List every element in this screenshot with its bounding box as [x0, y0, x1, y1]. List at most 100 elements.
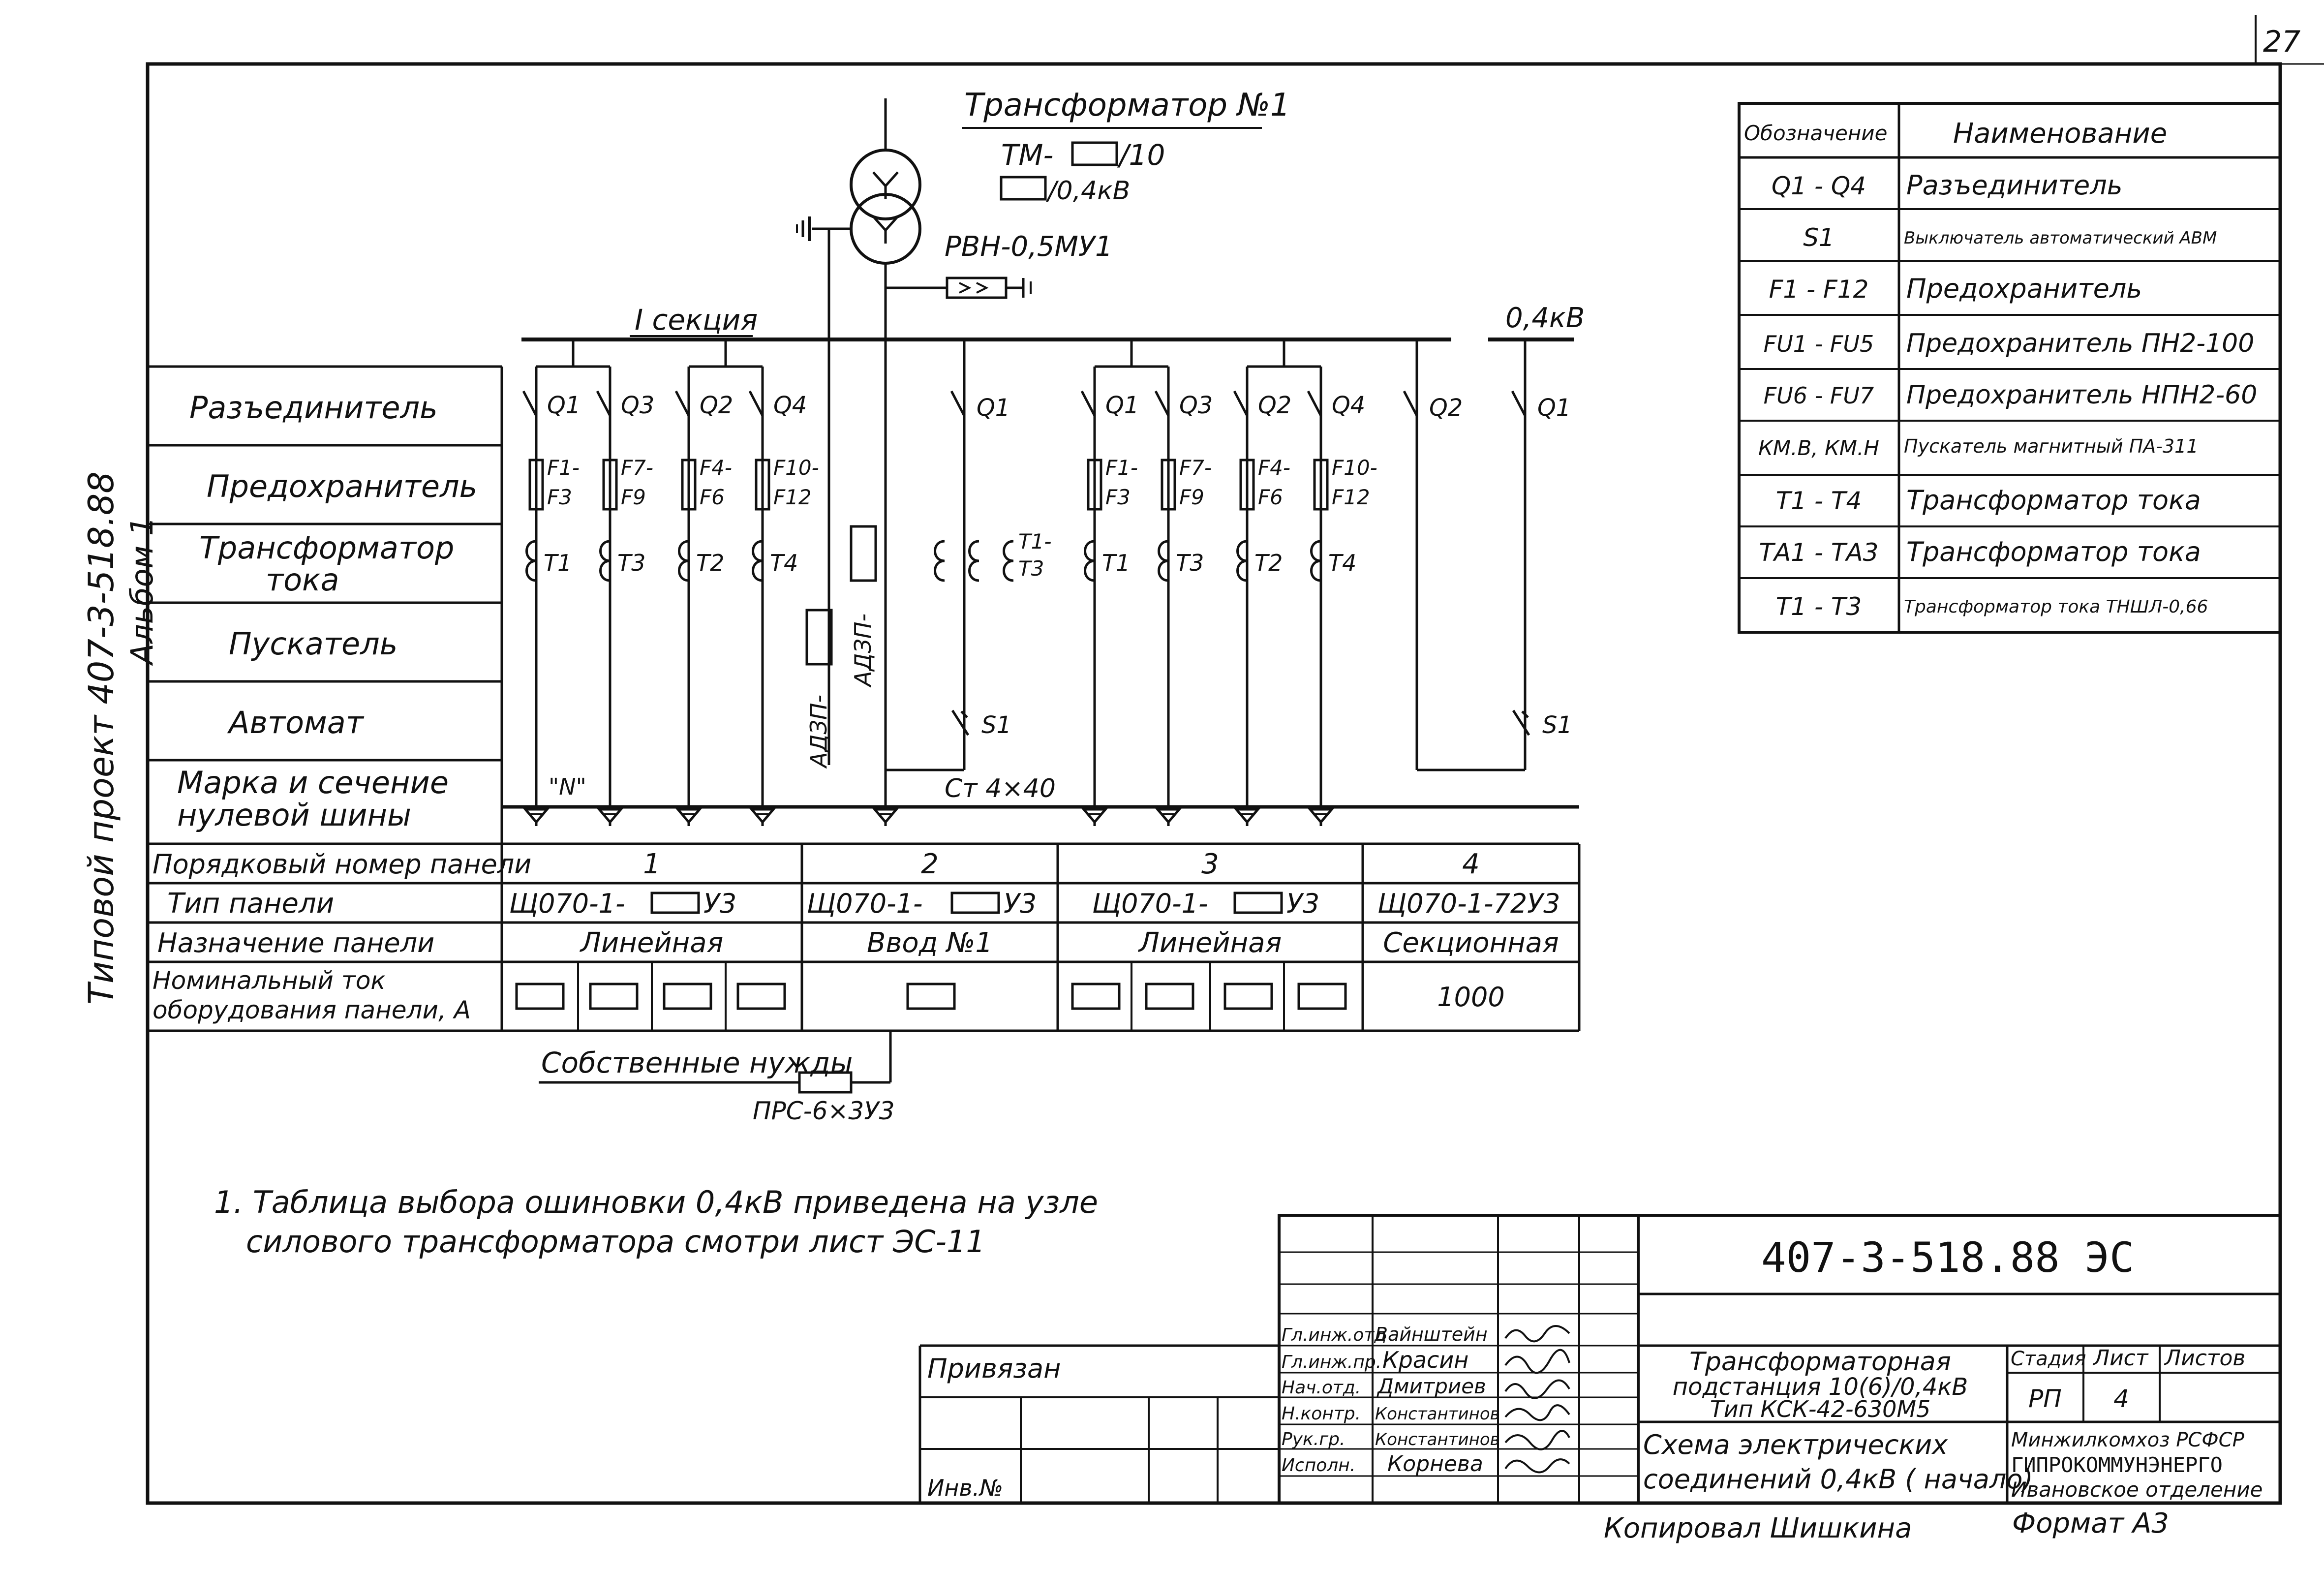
legend-code-6: КМ.В, КМ.Н	[1758, 436, 1879, 460]
staff-role-2: Гл.инж.пр.	[1282, 1352, 1381, 1372]
panel-type-suffix-2: У3	[1004, 888, 1037, 919]
f-label-5b: F3	[1105, 485, 1131, 509]
sheet-title-line-1: Схема электрических	[1643, 1429, 1948, 1460]
stage-value: РП	[2028, 1384, 2062, 1413]
section-breaker-column: Q2 Q1 S1	[1404, 339, 1572, 771]
legend-code-1: Q1 - Q4	[1772, 172, 1866, 200]
table-label-purpose: Назначение панели	[157, 927, 434, 958]
org-line-3: Ивановское отделение	[2011, 1477, 2263, 1502]
transformer-hv-voltage: /10	[1117, 138, 1165, 172]
aux-label: Собственные нужды	[541, 1046, 853, 1079]
feeder-column-8: Q4 F10- F12 T4	[1308, 374, 1377, 826]
t-label-7: T2	[1254, 550, 1283, 576]
side-title: Типовой проект 407-3-518.88 Альбом 1	[81, 471, 160, 1005]
legend-code-7: T1 - T4	[1776, 487, 1862, 515]
row-label-fuse: Предохранитель	[207, 468, 477, 504]
t-label-1: T1	[544, 550, 572, 576]
panel-info-table: Порядковый номер панели Тип панели Назна…	[148, 842, 1581, 1032]
staff-name-4: Константинов	[1375, 1404, 1500, 1424]
sheet-number: 27	[2263, 25, 2300, 59]
zero-bus-label: Cт 4×40	[945, 774, 1056, 803]
meter-label-right: АДЗП-	[850, 614, 876, 688]
table-label-current-1: Номинальный ток	[153, 966, 386, 995]
t-label-8: T4	[1328, 550, 1356, 576]
sheets-header: Листов	[2164, 1346, 2245, 1371]
table-label-type: Тип панели	[167, 888, 334, 920]
transformer-winding-hv	[850, 149, 921, 220]
f-label-5a: F1-	[1105, 456, 1138, 480]
f-label-8a: F10-	[1332, 456, 1377, 480]
legend-header-name: Наименование	[1953, 118, 2167, 150]
sheet-title-line-2: соединений 0,4кВ ( начало)	[1643, 1464, 2033, 1495]
legend-name-6: Пускатель магнитный ПА-311	[1904, 435, 2199, 457]
legend-code-9: T1 - T3	[1776, 592, 1862, 621]
row-label-zero-bus-1: Марка и сечение	[177, 765, 449, 800]
feeder-column-5: Q1 F1- F3 T1	[1082, 374, 1139, 826]
staff-role-6: Исполн.	[1282, 1455, 1355, 1476]
legend-name-7: Трансформатор тока	[1906, 485, 2201, 516]
q-label-incomer: Q1	[977, 394, 1010, 422]
legend-table: Обозначение Наименование Q1 - Q4 Разъеди…	[1738, 102, 2282, 634]
panel-current-4: 1000	[1437, 982, 1504, 1013]
title-block: Привязан Инв.№ Гл.инж.отд Вайнштейн Гл.и…	[918, 1214, 2282, 1505]
sheet-value: 4	[2113, 1384, 2129, 1413]
transformer-lv-voltage: /0,4кВ	[1046, 176, 1130, 206]
feeder-column-4: Q4 F10- F12 T4	[750, 374, 819, 826]
t-label-5: T1	[1102, 550, 1130, 576]
legend-name-5: Предохранитель НПН2-60	[1906, 380, 2257, 410]
panel-type-2: Щ070-1-	[807, 888, 922, 919]
feeder-column-6: Q3 F7- F9 T3	[1156, 374, 1213, 826]
staff-name-3: Дмитриев	[1376, 1374, 1486, 1398]
org-line-2: ГИПРОКОММУНЭНЕРГО	[2011, 1453, 2223, 1477]
q-label-6: Q3	[1179, 392, 1213, 419]
f-label-4b: F12	[773, 485, 812, 509]
power-transformer: Трансформатор №1 ТМ- /10 /0,4кВ РВН-0,5М…	[796, 87, 1290, 765]
auxiliary-supply: Собственные нужды ПРС-6×3У3	[539, 1031, 895, 1125]
tied-label: Привязан	[927, 1353, 1061, 1384]
legend-name-4: Предохранитель ПН2-100	[1906, 329, 2254, 358]
f-label-1b: F3	[547, 485, 572, 509]
q-label-7: Q2	[1258, 392, 1291, 419]
drawing-frame	[146, 62, 2282, 1505]
q-label-4: Q4	[773, 392, 807, 419]
f-label-8b: F12	[1332, 485, 1370, 509]
sheet-header: Лист	[2092, 1346, 2149, 1371]
bus-voltage-label: 0,4кВ	[1505, 302, 1585, 334]
f-label-7a: F4-	[1258, 456, 1290, 480]
note-line-1: 1. Таблица выбора ошиновки 0,4кВ приведе…	[214, 1184, 1098, 1220]
panel-number-3: 3	[1201, 848, 1219, 880]
staff-name-6: Корнева	[1387, 1451, 1483, 1477]
f-label-6a: F7-	[1179, 456, 1212, 480]
object-line-2: подстанция 10(6)/0,4кВ	[1673, 1373, 1968, 1401]
note: 1. Таблица выбора ошиновки 0,4кВ приведе…	[214, 1184, 1098, 1260]
table-label-current-2: оборудования панели, А	[153, 996, 471, 1024]
note-line-2: силового трансформатора смотри лист ЭС-1…	[246, 1224, 985, 1260]
q-label-8: Q4	[1332, 392, 1365, 419]
aux-cable-label: ПРС-6×3У3	[753, 1097, 895, 1125]
transformer-rating-box	[1071, 141, 1118, 166]
main-busbar: I секция 0,4кВ	[521, 302, 1585, 341]
panel-number-4: 4	[1462, 848, 1480, 880]
t-label-6: T3	[1176, 550, 1204, 576]
row-label-zero-bus-2: нулевой шины	[177, 797, 411, 833]
signatures	[1504, 1325, 1570, 1474]
f-label-1a: F1-	[547, 456, 580, 480]
incomer-column: Q1 T1- T3 S1 АДЗП- АДЗП- Cт 4×40	[805, 339, 1056, 826]
object-line-1: Трансформаторная	[1689, 1347, 1951, 1377]
album-label: Альбом 1	[124, 517, 160, 667]
panel-purpose-1: Линейная	[580, 927, 724, 959]
row-label-breaker: Автомат	[227, 705, 365, 740]
paper-format: Формат А3	[2012, 1507, 2169, 1539]
meter-label-left: АДЗП-	[805, 695, 832, 769]
row-label-table: Разъединитель Предохранитель Трансформат…	[148, 365, 503, 844]
panel-type-4: Щ070-1-72У3	[1377, 888, 1560, 919]
feeder-column-2: Q3 F7- F9 T3	[597, 374, 654, 826]
panel-type-3: Щ070-1-	[1092, 888, 1208, 919]
legend-code-8: ТА1 - ТА3	[1759, 538, 1879, 567]
row-label-disconnector: Разъединитель	[189, 390, 438, 426]
row-label-ct-1: Трансформатор	[199, 530, 454, 566]
q-label-section-right: Q1	[1537, 394, 1571, 422]
row-label-starter: Пускатель	[229, 626, 398, 662]
f-label-2a: F7-	[621, 456, 653, 480]
